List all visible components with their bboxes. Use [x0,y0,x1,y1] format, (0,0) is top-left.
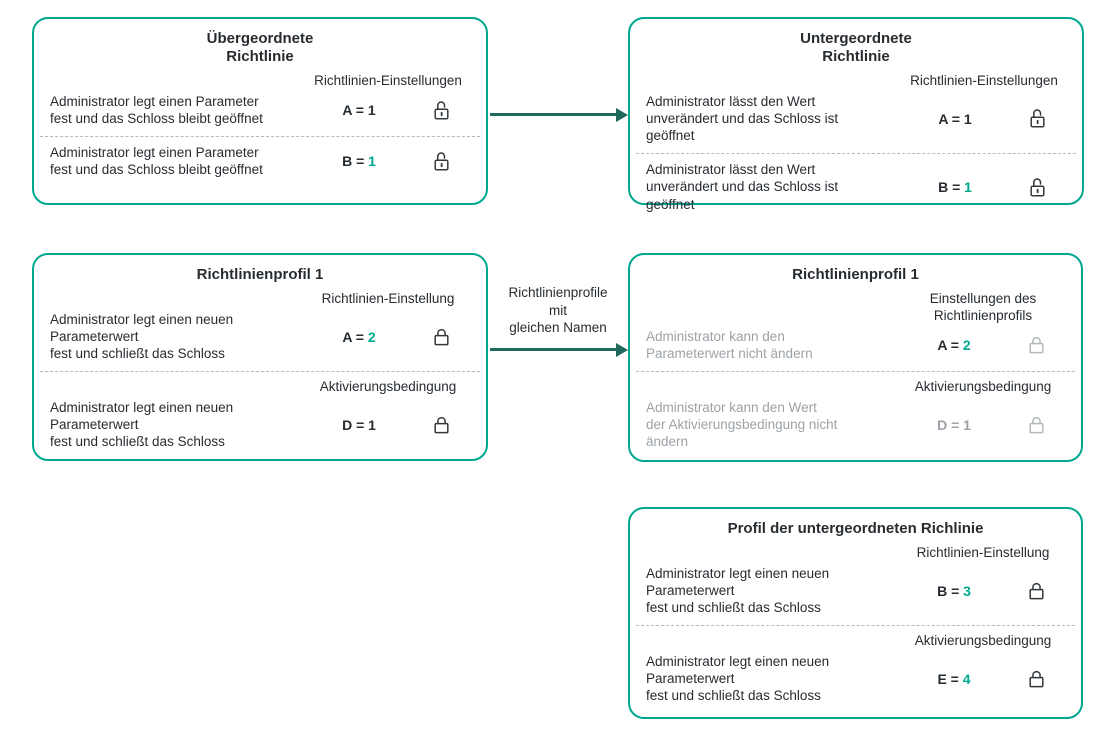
parameter-name: D = [937,416,964,433]
dashed-divider [636,371,1075,373]
policy-setting-row: Richtlinien-Einstellung Administrator le… [646,540,1065,623]
lock-closed-icon [1028,671,1044,688]
row-description: Administrator lässt den Wert unverändert… [646,93,839,144]
lock-closed-icon [433,328,449,346]
policy-setting-row: Administrator lässt den Wert unverändert… [646,156,1066,219]
lock-open-icon [433,152,449,171]
parameter-number: 1 [367,102,376,119]
policy-setting-row: Aktivierungsbedingung Administrator kann… [646,374,1065,457]
lock-icon [431,150,452,173]
dashed-divider [40,136,480,138]
lock-closed-icon [433,417,449,434]
parameter-value: A = 1 [306,102,412,118]
parameter-name: A = [938,110,964,127]
lock-icon [431,99,452,122]
column-header: Richtlinien-Einstellung [916,545,1050,560]
child-policy-profile-1-box: Richtlinienprofil 1 Einstellungen des Ri… [628,253,1083,462]
box-title: Untergeordnete Richtlinie [800,30,912,65]
column-header: Aktivierungsbedingung [319,379,457,395]
lock-icon [1027,176,1048,199]
policy-setting-row: Richtlinien-Einstellungen Administrator … [646,68,1066,151]
parameter-value: B = 1 [902,179,1008,195]
inheritance-arrow [490,113,617,116]
parameter-number: 1 [963,110,972,127]
box-title: Richtlinienprofil 1 [196,266,324,283]
child-policy-box: Untergeordnete Richtlinie Richtlinien-Ei… [628,17,1084,212]
policy-setting-row: Aktivierungsbedingung Administrator legt… [50,374,470,457]
lock-open-icon [1029,109,1045,128]
parameter-name: B = [938,179,965,195]
parameter-number: 2 [962,336,971,353]
parameter-name: A = [937,336,963,353]
policy-setting-row: Aktivierungsbedingung Administrator legt… [646,628,1065,711]
row-description: Administrator kann den Parameterwert nic… [646,328,813,361]
row-description: Administrator legt einen Parameter fest … [50,145,263,178]
row-description: Administrator legt einen neuen Parameter… [646,565,830,616]
parameter-number: 4 [962,670,971,687]
policy-setting-row: Einstellungen des Richtlinienprofils Adm… [646,286,1065,369]
dashed-divider [636,153,1076,155]
box-title: Profil der untergeordneten Richlinie [727,520,984,537]
lock-closed-icon [1028,416,1044,434]
dashed-divider [636,625,1075,627]
parameter-name: B = [937,582,964,599]
parameter-value: A = 2 [901,337,1007,353]
parameter-number: 1 [368,416,376,433]
parameter-name: B = [342,153,369,170]
lock-closed-icon [1028,337,1044,354]
parameter-name: D = [342,416,369,433]
dashed-divider [40,371,480,373]
parameter-number: 3 [963,582,971,599]
row-description: Administrator legt einen neuen Parameter… [50,400,234,450]
parameter-value: D = 1 [306,417,412,433]
lock-icon [1026,413,1047,436]
arrow-label: Richtlinienprofile mit gleichen Namen [508,285,608,336]
column-header: Richtlinien-Einstellungen [314,73,462,88]
parameter-number: 1 [368,153,376,170]
parent-policy-box: Übergeordnete Richtlinie Richtlinien-Ein… [32,17,488,205]
parameter-name: A = [342,328,368,345]
lock-icon [1026,333,1047,356]
parameter-value: B = 3 [901,583,1007,599]
row-description: Administrator kann den Wert der Aktivier… [646,399,838,450]
profiles-same-name-arrow [490,348,617,351]
parameter-value: B = 1 [306,153,412,169]
box-title: Übergeordnete Richtlinie [206,30,314,65]
policy-setting-row: Richtlinien-Einstellung Administrator le… [50,286,470,369]
parameter-name: A = [342,102,368,119]
parameter-value: E = 4 [901,671,1007,687]
lock-icon [431,325,452,348]
parameter-value: D = 1 [901,417,1007,433]
parameter-number: 1 [964,179,972,195]
row-description: Administrator legt einen neuen Parameter… [50,311,234,362]
lock-open-icon [1029,177,1045,197]
parameter-number: 1 [963,416,971,433]
lock-icon [1026,579,1047,602]
column-header: Aktivierungsbedingung [914,379,1052,395]
child-policy-profile-box: Profil der untergeordneten Richlinie Ric… [628,507,1083,719]
policy-setting-row: Administrator legt einen Parameter fest … [50,139,470,185]
lock-closed-icon [1028,582,1044,600]
parameter-number: 2 [367,328,376,345]
column-header: Aktivierungsbedingung [914,633,1052,649]
parameter-value: A = 1 [902,111,1008,127]
parameter-value: A = 2 [306,329,412,345]
lock-open-icon [433,100,449,120]
parameter-name: E = [937,670,963,687]
column-header: Richtlinien-Einstellungen [910,73,1058,88]
column-header: Einstellungen des Richtlinienprofils [929,291,1037,323]
policy-setting-row: Richtlinien-Einstellungen Administrator … [50,68,470,134]
policy-profile-1-box: Richtlinienprofil 1 Richtlinien-Einstell… [32,253,488,461]
box-title: Richtlinienprofil 1 [792,266,919,283]
row-description: Administrator lässt den Wert unverändert… [646,162,839,212]
row-description: Administrator legt einen Parameter fest … [50,93,263,127]
lock-icon [1026,667,1047,690]
row-description: Administrator legt einen neuen Parameter… [646,654,830,704]
lock-icon [1027,107,1048,130]
lock-icon [431,413,452,436]
column-header: Richtlinien-Einstellung [321,291,455,306]
